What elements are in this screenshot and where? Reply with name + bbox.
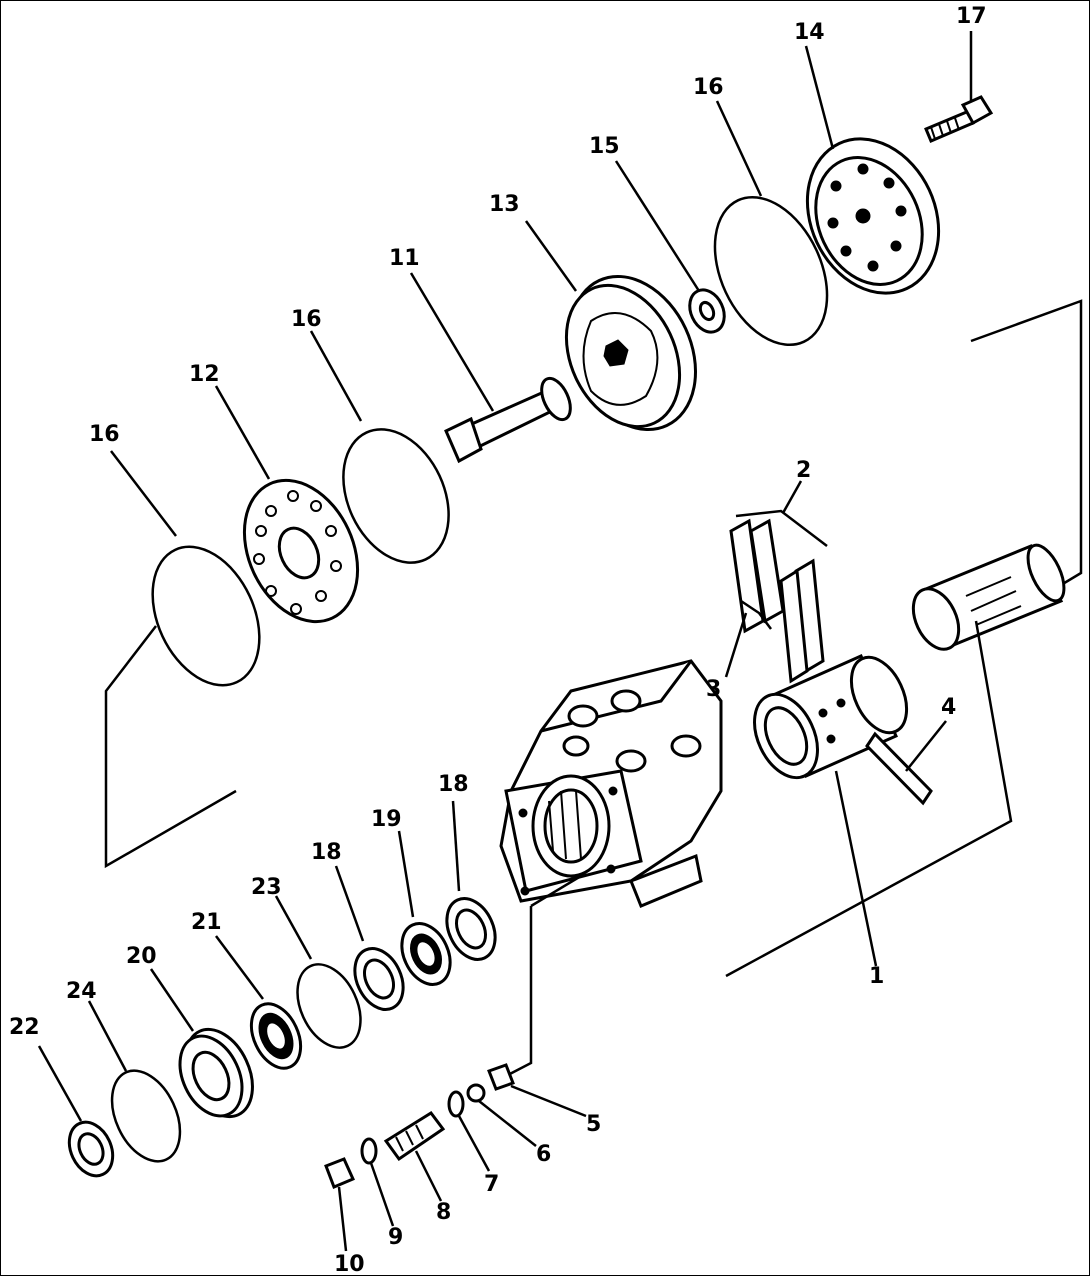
callout-23: 23: [251, 875, 282, 900]
callout-17: 17: [956, 4, 987, 29]
callout-18-right: 18: [438, 772, 469, 797]
callout-7: 7: [484, 1172, 499, 1197]
check-valve-parts: [324, 874, 587, 1252]
part-18-seal-left: [334, 865, 405, 1011]
spool-sleeve-right: [725, 543, 1066, 978]
part-16-seal-ring-upper: [713, 100, 829, 347]
part-19-seal: [397, 830, 452, 986]
callout-16-left: 16: [89, 422, 120, 447]
part-16-seal-ring-middle: [309, 330, 450, 564]
part-24-ring: [87, 1000, 182, 1163]
callout-8: 8: [436, 1200, 451, 1225]
callout-15: 15: [589, 134, 620, 159]
callout-6: 6: [536, 1142, 551, 1167]
callout-labels: 1 2 3 4 5 6 7 8 9 10 11 12 13 14 15 16 1…: [9, 4, 987, 1275]
callout-16-middle: 16: [291, 307, 322, 332]
callout-20: 20: [126, 944, 157, 969]
callout-22: 22: [9, 1015, 40, 1040]
callout-10: 10: [334, 1252, 365, 1275]
callout-2: 2: [796, 458, 811, 483]
part-4-pin: [865, 720, 947, 806]
part-14-end-cap: [804, 45, 941, 295]
callout-1: 1: [869, 964, 884, 989]
part-16-seal-ring-left: [110, 450, 261, 687]
parts-2-3-centering-springs: [724, 480, 828, 684]
callout-21: 21: [191, 910, 222, 935]
callout-3: 3: [706, 677, 721, 702]
part-18-seal-right: [445, 800, 497, 961]
callout-5: 5: [586, 1112, 601, 1137]
part-20-bushing: [149, 968, 254, 1119]
callout-13: 13: [489, 192, 520, 217]
part-21-seal: [214, 935, 303, 1070]
callout-19: 19: [371, 807, 402, 832]
callout-14: 14: [794, 20, 825, 45]
valve-housing: [499, 659, 723, 908]
callout-9: 9: [388, 1225, 403, 1250]
callout-12: 12: [189, 362, 220, 387]
part-13-gerotor-set: [524, 220, 697, 432]
part-1-spool-sleeve: [753, 654, 909, 967]
assembly-bracket-lines: [104, 299, 1083, 869]
part-23-o-ring: [274, 895, 362, 1049]
callout-24: 24: [66, 979, 97, 1004]
callout-11: 11: [389, 246, 420, 271]
part-17-bolt: [924, 31, 994, 143]
callout-18-left: 18: [311, 840, 342, 865]
part-15-spacer: [614, 160, 726, 334]
callout-16-upper: 16: [693, 75, 724, 100]
part-12-plate: [214, 385, 360, 624]
callout-4: 4: [941, 695, 956, 720]
part-22-dust-seal: [37, 1045, 115, 1178]
part-11-drive-shaft: [409, 272, 572, 464]
